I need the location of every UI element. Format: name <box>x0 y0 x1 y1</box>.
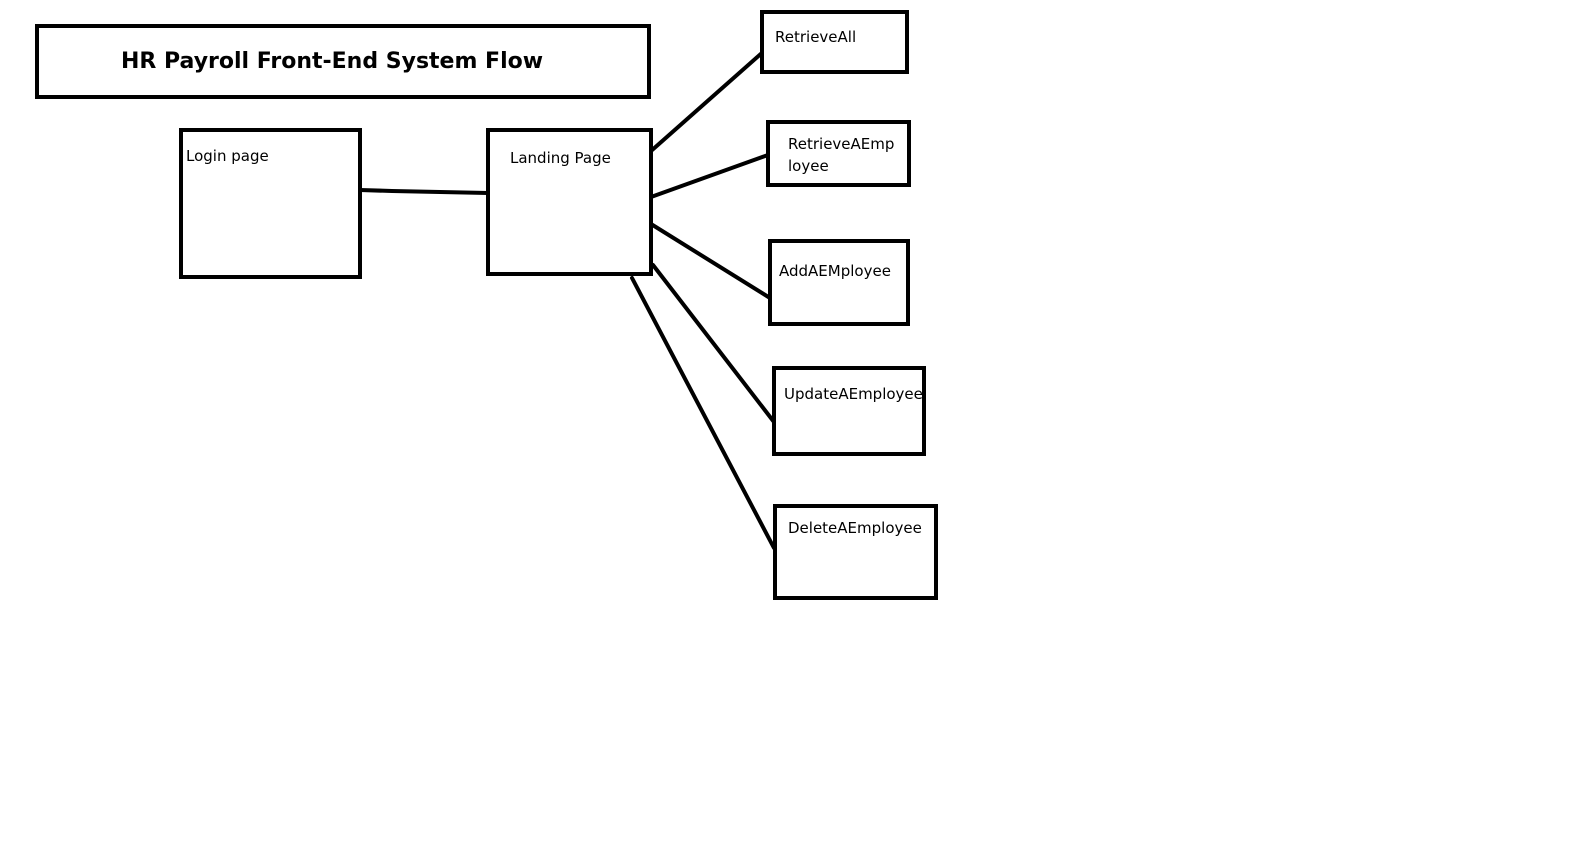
node-delete-employee: DeleteAEmployee <box>773 504 938 600</box>
edge-landing-to-update <box>651 263 776 424</box>
node-label-retrieve-all: RetrieveAll <box>775 28 857 46</box>
title-box: HR Payroll Front-End System Flow <box>35 24 651 99</box>
node-label-login: Login page <box>186 147 269 165</box>
edge-landing-to-delete <box>630 276 776 550</box>
node-label-retrieve-employee: RetrieveAEmp loyee <box>788 135 895 175</box>
edge-landing-to-add <box>649 222 772 300</box>
node-retrieve-all: RetrieveAll <box>760 10 909 74</box>
node-update-employee: UpdateAEmployee <box>772 366 926 456</box>
diagram-title: HR Payroll Front-End System Flow <box>121 49 544 74</box>
node-label-add-employee: AddAEMployee <box>779 262 891 280</box>
node-label-update-employee: UpdateAEmployee <box>784 385 923 403</box>
edge-landing-to-retrieve-one <box>649 153 770 199</box>
node-landing-page: Landing Page <box>486 128 653 276</box>
node-login-page: Login page <box>179 128 362 279</box>
node-retrieve-employee: RetrieveAEmp loyee <box>766 120 911 187</box>
edge-login-to-landing <box>358 188 490 195</box>
node-label-delete-employee: DeleteAEmployee <box>788 519 922 537</box>
node-label-landing: Landing Page <box>510 149 611 167</box>
node-add-employee: AddAEMployee <box>768 239 910 326</box>
edge-landing-to-retrieve-all <box>649 50 765 153</box>
